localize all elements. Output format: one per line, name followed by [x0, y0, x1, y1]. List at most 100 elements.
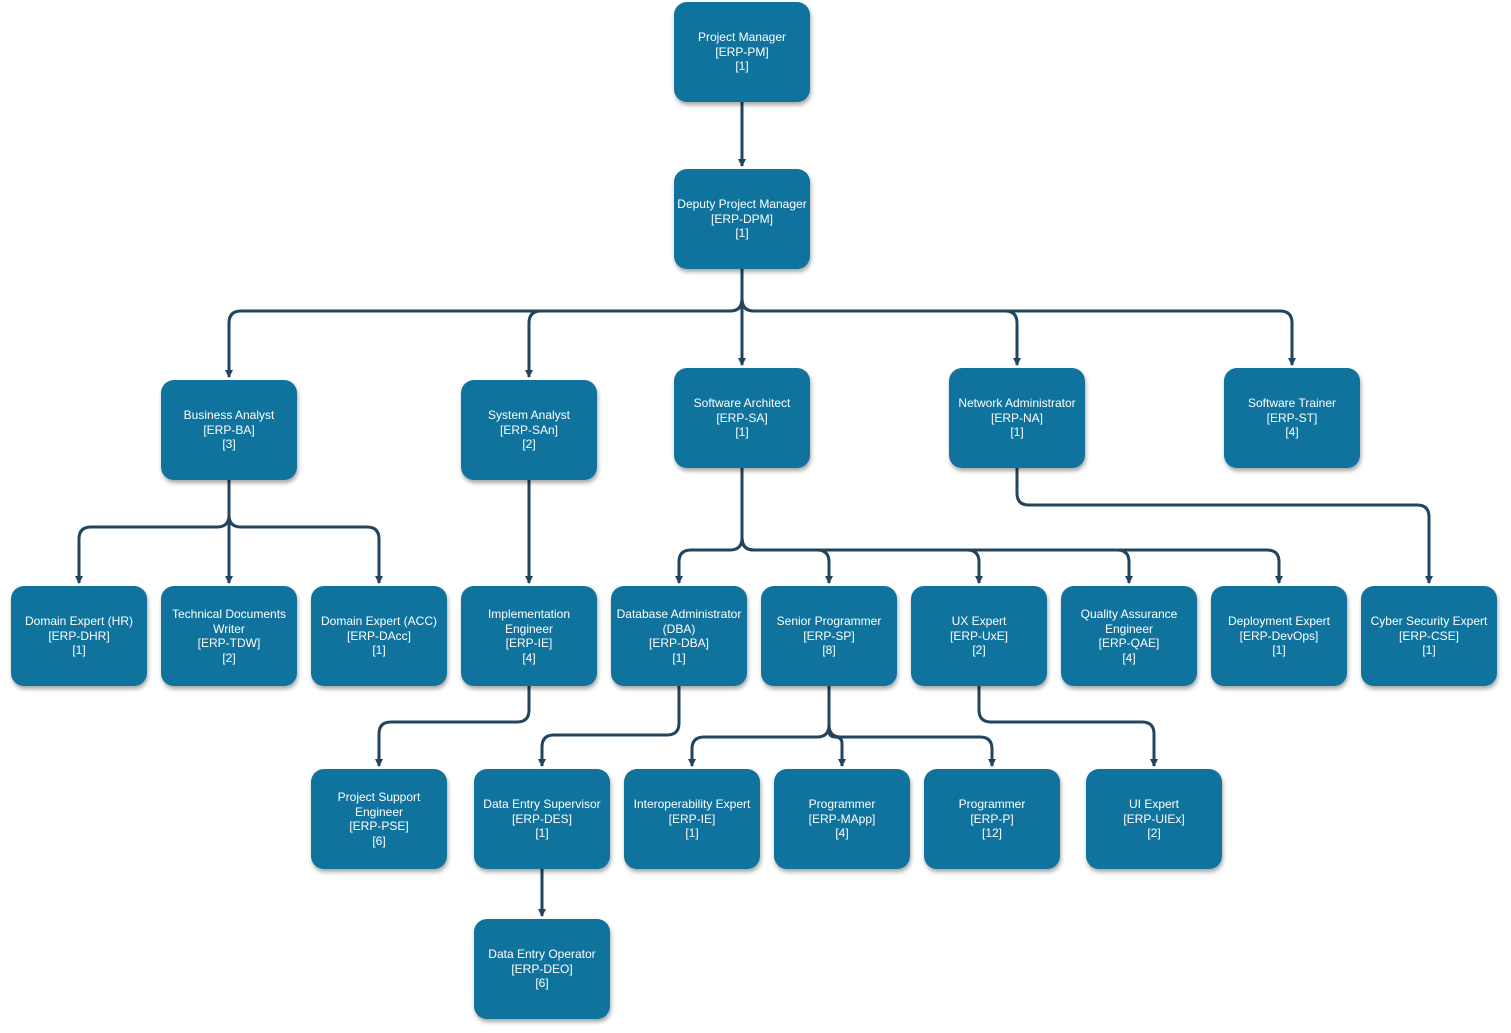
connector-sp-to-iox [688, 686, 831, 767]
role-box-mapp: Programmer[ERP-MApp][4] [774, 769, 910, 869]
connector-sa-to-dba [675, 468, 744, 584]
role-headcount: [1] [1010, 425, 1024, 440]
role-box-dacc: Domain Expert (ACC)[ERP-DAcc][1] [311, 586, 447, 686]
role-code: [ERP-SAn] [499, 422, 559, 437]
role-box-des: Data Entry Supervisor[ERP-DES][1] [474, 769, 610, 869]
role-headcount: [12] [981, 826, 1002, 841]
role-box-deo: Data Entry Operator[ERP-DEO][6] [474, 919, 610, 1019]
role-code: [ERP-PSE] [349, 819, 409, 833]
role-title: Implementation Engineer [487, 607, 571, 636]
role-headcount: [6] [372, 833, 386, 848]
role-title: Data Entry Operator [488, 947, 596, 962]
role-box-dpm: Deputy Project Manager[ERP-DPM][1] [674, 169, 810, 269]
role-code: [ERP-DBA] [648, 636, 709, 650]
role-code: [ERP-TDW] [197, 636, 261, 650]
role-box-uiex: UI Expert[ERP-UIEx][2] [1086, 769, 1222, 869]
connector-dba-to-des [538, 686, 681, 767]
connector-ba-to-dhr [75, 480, 231, 584]
role-box-san: System Analyst[ERP-SAn][2] [461, 380, 597, 480]
role-title: Project Support Engineer [337, 790, 421, 819]
role-headcount: [1] [735, 425, 749, 440]
role-code: [ERP-QAE] [1098, 636, 1160, 650]
role-box-dhr: Domain Expert (HR)[ERP-DHR][1] [11, 586, 147, 686]
connector-sa-to-dev [740, 468, 1283, 584]
role-code: [ERP-BA] [203, 422, 255, 437]
role-headcount: [1] [535, 826, 549, 841]
connector-dpm-to-ba [225, 269, 744, 378]
role-box-pm: Project Manager[ERP-PM][1] [674, 2, 810, 102]
role-headcount: [4] [1285, 425, 1299, 440]
role-box-pse: Project Support Engineer[ERP-PSE][6] [311, 769, 447, 869]
role-box-ba: Business Analyst[ERP-BA][3] [161, 380, 297, 480]
role-box-st: Software Trainer[ERP-ST][4] [1224, 368, 1360, 468]
connector-ie-to-pse [375, 686, 531, 767]
role-title: UI Expert [1128, 797, 1179, 812]
role-headcount: [1] [735, 59, 749, 74]
role-title: Quality Assurance Engineer [1080, 607, 1178, 636]
role-headcount: [2] [1147, 826, 1161, 841]
role-box-sp: Senior Programmer[ERP-SP][8] [761, 586, 897, 686]
connector-sa-to-sp [740, 468, 833, 584]
role-headcount: [1] [685, 826, 699, 841]
role-title: Interoperability Expert [633, 797, 751, 812]
role-code: [ERP-IE] [505, 636, 553, 650]
connector-dpm-to-san [525, 269, 744, 378]
role-code: [ERP-UIEx] [1123, 811, 1185, 826]
role-box-uxe: UX Expert[ERP-UxE][2] [911, 586, 1047, 686]
role-code: [ERP-ST] [1266, 410, 1318, 425]
role-title: Domain Expert (HR) [24, 614, 134, 629]
role-headcount: [2] [222, 650, 236, 665]
role-title: Domain Expert (ACC) [320, 614, 438, 629]
role-box-na: Network Administrator[ERP-NA][1] [949, 368, 1085, 468]
role-title: Deployment Expert [1227, 614, 1331, 629]
role-code: [ERP-SA] [716, 410, 768, 425]
role-headcount: [8] [822, 643, 836, 658]
connector-sa-to-qae [740, 468, 1133, 584]
role-code: [ERP-DevOps] [1239, 628, 1319, 643]
role-headcount: [6] [535, 976, 549, 991]
role-title: Data Entry Supervisor [483, 797, 601, 812]
role-headcount: [4] [522, 650, 536, 665]
role-title: Software Architect [693, 396, 791, 411]
role-box-dba: Database Administrator (DBA)[ERP-DBA][1] [611, 586, 747, 686]
role-code: [ERP-DAcc] [346, 628, 411, 643]
role-box-qae: Quality Assurance Engineer[ERP-QAE][4] [1061, 586, 1197, 686]
role-title: Database Administrator (DBA) [616, 607, 742, 636]
role-title: UX Expert [951, 614, 1007, 629]
role-title: Software Trainer [1247, 396, 1337, 411]
role-code: [ERP-PM] [715, 44, 769, 59]
connector-sp-to-prog [827, 686, 996, 767]
role-title: Senior Programmer [776, 614, 882, 629]
role-code: [ERP-DPM] [710, 211, 773, 226]
role-title: Business Analyst [183, 408, 275, 423]
role-box-tdw: Technical Documents Writer[ERP-TDW][2] [161, 586, 297, 686]
role-title: System Analyst [487, 408, 571, 423]
role-box-prog: Programmer[ERP-P][12] [924, 769, 1060, 869]
role-headcount: [1] [672, 650, 686, 665]
role-code: [ERP-DEO] [511, 961, 573, 976]
connector-sa-to-uxe [740, 468, 983, 584]
connector-na-to-cse [1015, 468, 1433, 584]
role-title: Network Administrator [958, 396, 1076, 411]
role-code: [ERP-SP] [803, 628, 855, 643]
role-box-ie: Implementation Engineer[ERP-IE][4] [461, 586, 597, 686]
role-headcount: [1] [372, 643, 386, 658]
role-title: Project Manager [697, 30, 787, 45]
role-headcount: [2] [522, 437, 536, 452]
role-title: Deputy Project Manager [677, 197, 807, 212]
role-title: Technical Documents Writer [171, 607, 287, 636]
role-code: [ERP-DES] [511, 811, 572, 826]
role-code: [ERP-DHR] [48, 628, 110, 643]
role-box-cse: Cyber Security Expert[ERP-CSE][1] [1361, 586, 1497, 686]
role-headcount: [3] [222, 437, 236, 452]
role-headcount: [1] [1422, 643, 1436, 658]
role-headcount: [4] [1122, 650, 1136, 665]
role-box-iox: Interoperability Expert[ERP-IE][1] [624, 769, 760, 869]
role-code: [ERP-UxE] [949, 628, 1008, 643]
role-box-sa: Software Architect[ERP-SA][1] [674, 368, 810, 468]
role-title: Programmer [808, 797, 876, 812]
role-code: [ERP-CSE] [1398, 628, 1459, 643]
connector-uxe-to-uiex [977, 686, 1158, 767]
